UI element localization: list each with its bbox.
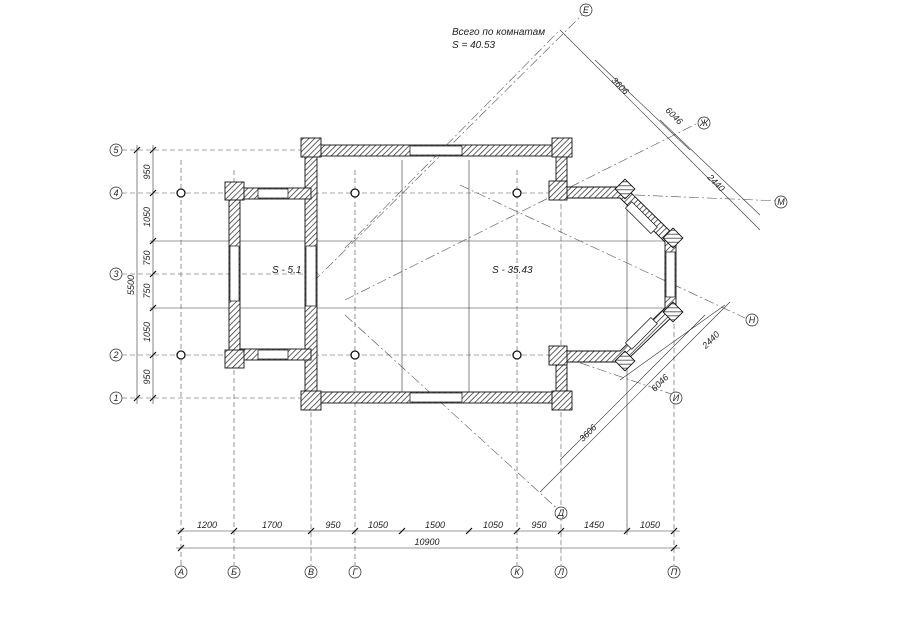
windows xyxy=(229,145,676,403)
dim-left-6: 950 xyxy=(142,369,152,384)
axis-label-p: П xyxy=(671,567,678,577)
axis-label-n: Н xyxy=(749,315,756,325)
dim-left-total: 5500 xyxy=(126,275,136,295)
dim-bottom-4: 1050 xyxy=(368,520,388,530)
dim-bottom-total: 10900 xyxy=(414,537,439,547)
axis-label-v: В xyxy=(308,567,314,577)
dim-diag-upper-2: 6046 xyxy=(664,105,685,126)
dim-diag-lower-3: 3606 xyxy=(577,422,598,443)
axis-label-i: И xyxy=(673,393,680,403)
dim-left-2: 1050 xyxy=(142,207,152,227)
axis-bubbles xyxy=(109,3,788,579)
dim-bottom-1: 1200 xyxy=(197,520,217,530)
summary-title: Всего по комнатам xyxy=(452,27,545,38)
axis-label-2: 2 xyxy=(112,350,118,360)
axis-label-a: А xyxy=(177,567,184,577)
dim-diag-upper-3: 2440 xyxy=(705,172,727,194)
dim-left-4: 750 xyxy=(142,283,152,298)
dim-left-5: 1050 xyxy=(142,322,152,342)
axis-label-g: Г xyxy=(353,567,359,577)
axis-label-l: Л xyxy=(557,567,565,577)
grid-lines xyxy=(122,11,781,565)
dim-left-1: 950 xyxy=(142,164,152,179)
dim-bottom-2: 1700 xyxy=(262,520,282,530)
axis-label-k: К xyxy=(514,567,520,577)
axis-label-3: 3 xyxy=(113,269,118,279)
dim-bottom-6: 1050 xyxy=(483,520,503,530)
dimension-lines xyxy=(133,145,680,552)
dim-left-3: 750 xyxy=(142,250,152,265)
dim-bottom-7: 950 xyxy=(531,520,546,530)
axis-label-4: 4 xyxy=(113,188,118,198)
axis-label-zh: Ж xyxy=(699,118,709,128)
dim-bottom-3: 950 xyxy=(325,520,340,530)
summary-area: S = 40.53 xyxy=(452,40,496,51)
dim-diag-upper-1: 3606 xyxy=(610,75,631,96)
dim-bottom-5: 1500 xyxy=(425,520,445,530)
dim-diag-lower-2: 6046 xyxy=(649,372,670,393)
axis-label-1: 1 xyxy=(113,393,118,403)
dim-bottom-9: 1050 xyxy=(640,520,660,530)
area-vestibule: S - 5.1 xyxy=(272,265,301,276)
axis-label-d: Д xyxy=(557,508,565,518)
axis-label-b: Б xyxy=(231,567,237,577)
axis-label-m: М xyxy=(777,197,785,207)
dim-diag-lower-1: 2440 xyxy=(700,329,722,351)
dim-bottom-8: 1450 xyxy=(584,520,604,530)
axis-label-e: Е xyxy=(583,5,590,15)
diagonal-dimensions xyxy=(539,29,761,493)
axis-label-5: 5 xyxy=(113,145,119,155)
columns xyxy=(176,188,522,360)
area-hall: S - 35.43 xyxy=(492,265,533,276)
